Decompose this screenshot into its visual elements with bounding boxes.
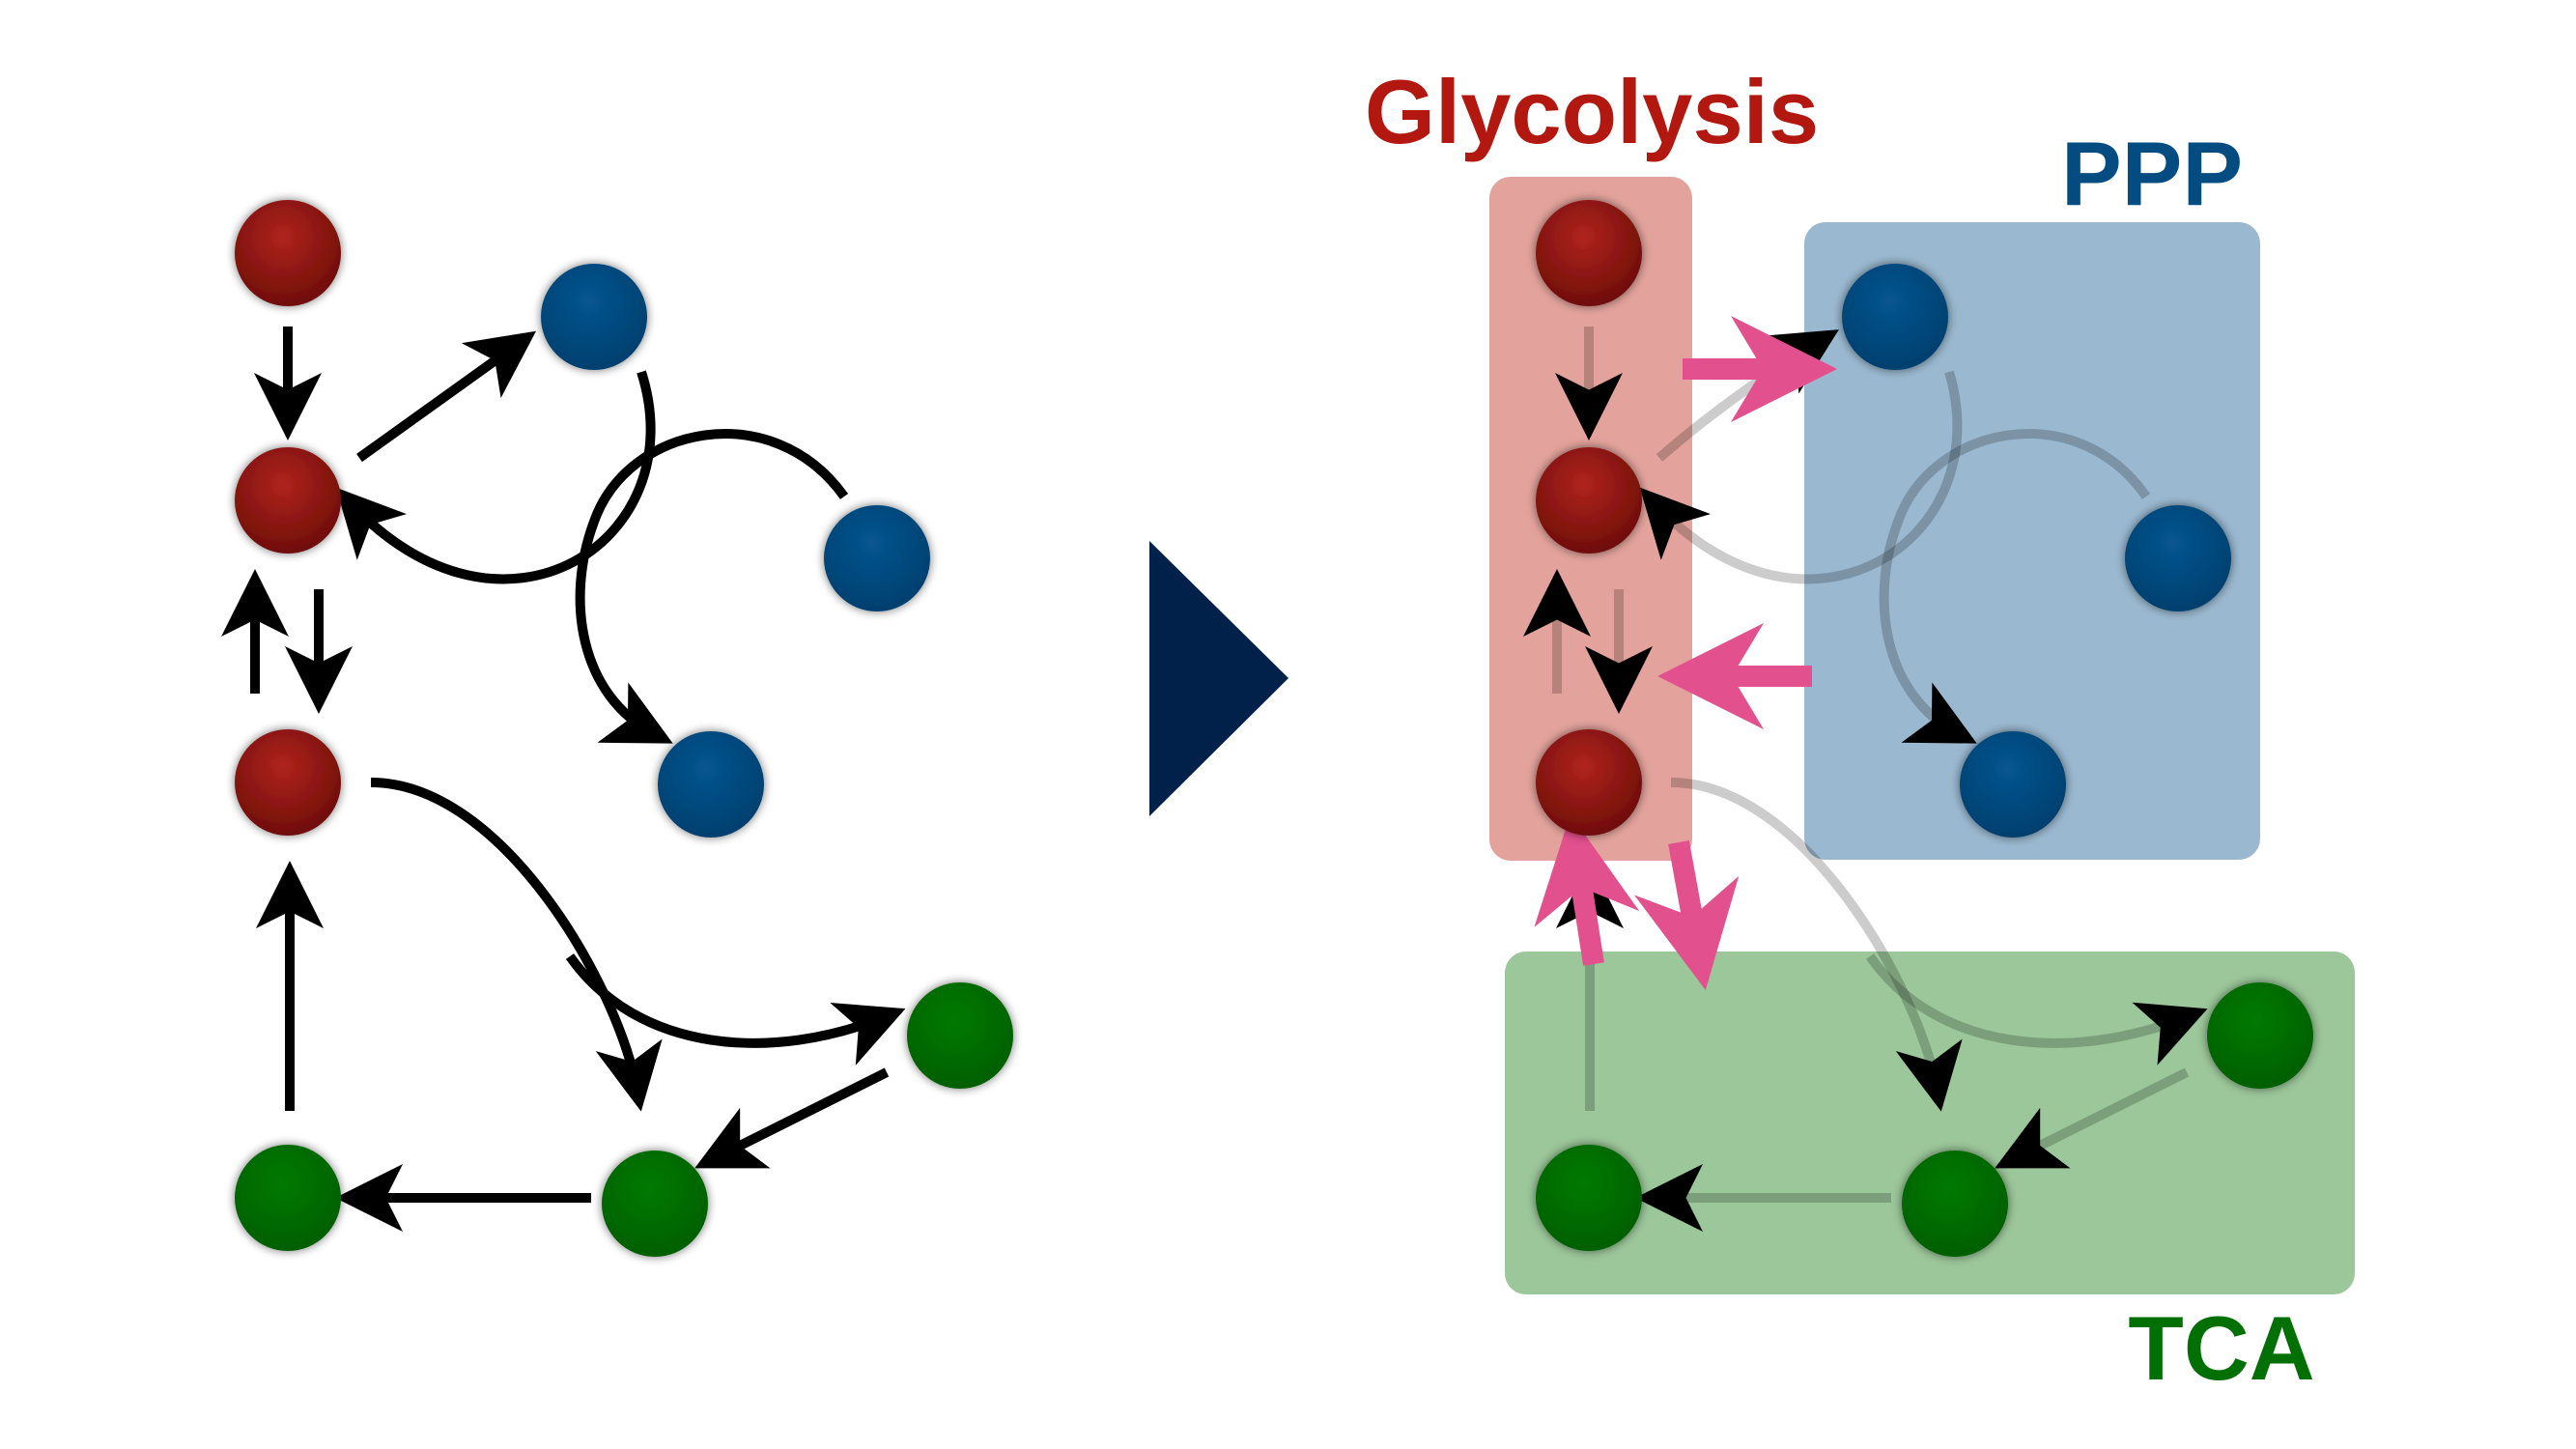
- right-nodes: [1536, 200, 2313, 1257]
- edge-b1-r2-faded: [1639, 370, 1963, 584]
- node-glycolysis-1-right: [1536, 200, 1642, 306]
- node-ppp-1-right: [1842, 264, 1948, 370]
- edge-b1-r2: [335, 370, 656, 584]
- node-ppp-1: [541, 264, 647, 370]
- edge-b2-b3-faded: [1879, 429, 2151, 744]
- edge-r3-g2-faded: [1865, 953, 2208, 1065]
- node-ppp-2-right: [2125, 505, 2231, 611]
- edge-r3-g3: [370, 778, 663, 1112]
- left-nodes: [235, 200, 1013, 1257]
- node-glycolysis-3-right: [1536, 729, 1642, 836]
- ppp-label: PPP: [2061, 123, 2243, 224]
- node-tca-2-right: [2207, 982, 2313, 1089]
- node-tca-1-right: [1536, 1145, 1642, 1251]
- flux-arrow-glycolysis-to-tca: [1634, 840, 1740, 990]
- node-glycolysis-1: [235, 200, 341, 306]
- flux-arrows: [1534, 316, 1837, 990]
- node-glycolysis-3: [235, 729, 341, 836]
- edge-r3-g2: [565, 953, 906, 1065]
- edge-b2-b3: [575, 429, 849, 744]
- node-tca-2: [907, 982, 1013, 1089]
- edge-r3-g3-faded: [1670, 778, 1963, 1112]
- flux-arrow-tca-to-glycolysis: [1534, 813, 1640, 966]
- node-tca-3-right: [1902, 1151, 2008, 1257]
- node-ppp-3: [658, 731, 764, 838]
- node-tca-1: [235, 1145, 341, 1251]
- node-glycolysis-2-right: [1536, 447, 1642, 554]
- left-edges: [221, 327, 906, 1232]
- tca-label: TCA: [2128, 1297, 2314, 1399]
- edge-g2-g3-faded: [1995, 1067, 2190, 1169]
- node-ppp-2: [824, 505, 930, 611]
- left-network: [221, 200, 1013, 1257]
- edge-g2-g3: [694, 1067, 890, 1169]
- node-ppp-3-right: [1960, 731, 2066, 838]
- play-triangle-icon: [1149, 541, 1288, 816]
- node-glycolysis-2: [235, 447, 341, 554]
- node-tca-3: [602, 1151, 708, 1257]
- right-network: Glycolysis PPP TCA: [1365, 61, 2355, 1399]
- edge-r2-b1: [356, 330, 537, 463]
- glycolysis-label: Glycolysis: [1365, 61, 1819, 162]
